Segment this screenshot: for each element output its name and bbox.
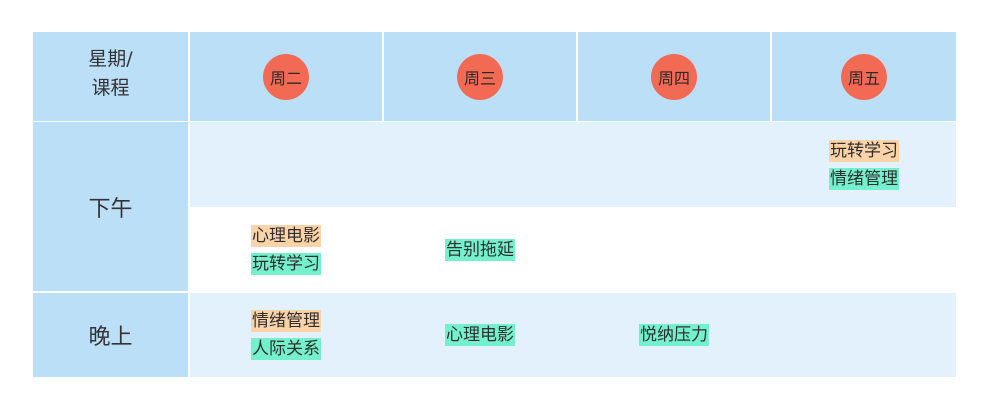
- header-cell-wed: 周三: [384, 32, 576, 121]
- day-badge-tue: 周二: [263, 53, 309, 100]
- course-tag: 心理电影: [445, 324, 515, 346]
- course-tag: 玩转学习: [251, 252, 321, 275]
- course-tag: 玩转学习: [829, 139, 899, 162]
- course-tag: 情绪管理: [829, 167, 899, 190]
- afternoon-row-2: [190, 207, 956, 292]
- corner-label-course: 课程: [91, 77, 130, 99]
- course-tag: 悦纳压力: [639, 324, 709, 346]
- corner-header-cell: 星期/ 课程: [33, 32, 188, 121]
- header-cell-tue: 周二: [190, 32, 382, 121]
- evening-row: [190, 293, 956, 377]
- afternoon-row-1: [190, 122, 956, 207]
- course-tag: 情绪管理: [251, 310, 321, 332]
- slot-evening-wed: 心理电影: [384, 293, 576, 377]
- slot-evening-tue: 情绪管理 人际关系: [190, 293, 382, 377]
- header-cell-fri: 周五: [772, 32, 956, 121]
- slot-afternoon2-wed: 告别拖延: [384, 207, 576, 292]
- slot-evening-thu: 悦纳压力: [578, 293, 770, 377]
- section-label-afternoon: 下午: [33, 122, 188, 291]
- course-tag: 心理电影: [251, 224, 321, 247]
- header-cell-thu: 周四: [578, 32, 770, 121]
- course-tag: 人际关系: [251, 338, 321, 360]
- day-badge-thu: 周四: [651, 53, 697, 100]
- slot-afternoon1-fri: 玩转学习 情绪管理: [772, 122, 956, 207]
- slot-afternoon2-tue: 心理电影 玩转学习: [190, 207, 382, 292]
- day-badge-wed: 周三: [457, 53, 503, 100]
- course-tag: 告别拖延: [445, 238, 515, 261]
- day-badge-fri: 周五: [841, 53, 887, 100]
- section-label-evening: 晚上: [33, 293, 188, 377]
- corner-label-weekday: 星期/: [88, 48, 133, 70]
